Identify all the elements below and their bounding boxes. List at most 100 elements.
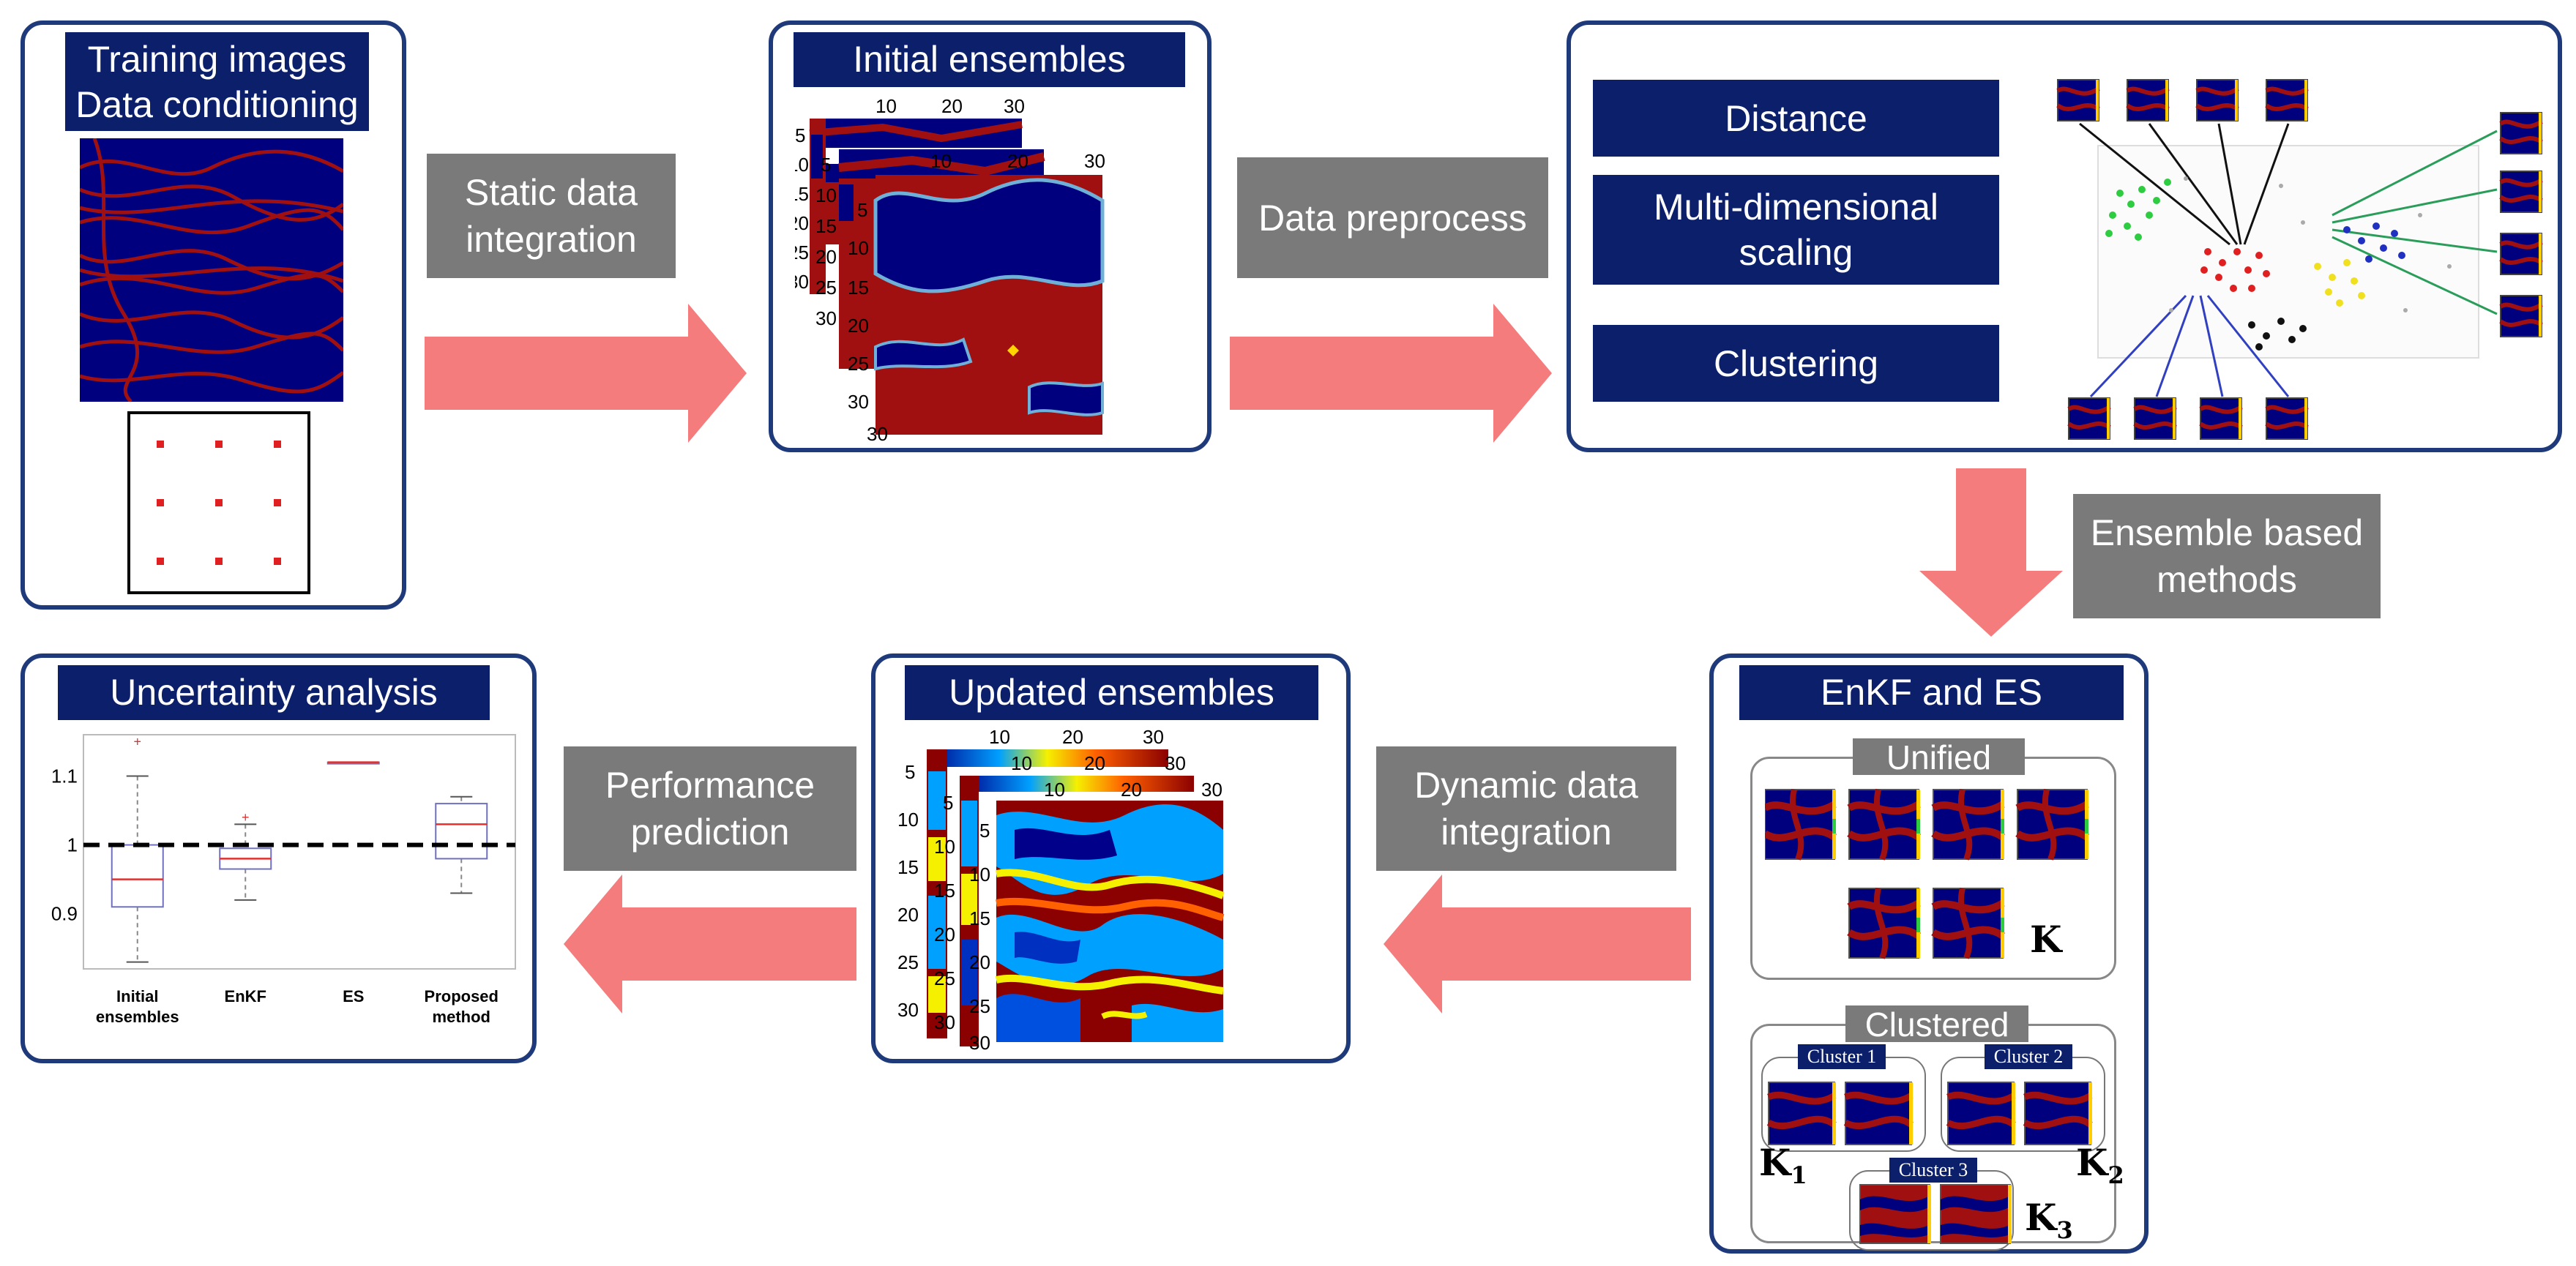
- enkf-title: EnKF and ES: [1739, 665, 2124, 720]
- svg-text:10: 10: [969, 864, 990, 885]
- svg-text:15: 15: [848, 277, 869, 299]
- svg-text:15: 15: [934, 880, 955, 902]
- svg-text:20: 20: [1007, 150, 1028, 172]
- svg-text:5: 5: [857, 199, 867, 221]
- updated-title: Updated ensembles: [905, 665, 1318, 720]
- training-title-line2: Data conditioning: [75, 84, 359, 125]
- y-tick-label: 1: [67, 834, 78, 856]
- svg-text:20: 20: [1062, 727, 1083, 748]
- svg-text:20: 20: [1121, 779, 1142, 801]
- panel-enkf-es: EnKF and ES Unified K Clustered Cluster …: [1709, 653, 2148, 1254]
- svg-text:30: 30: [969, 1032, 990, 1054]
- step-dynamic-integration: Dynamic data integration: [1376, 746, 1676, 871]
- svg-text:10: 10: [848, 237, 869, 259]
- k2-label: K2: [2076, 1141, 2124, 1189]
- k3-sub: 3: [2056, 1216, 2073, 1244]
- svg-text:20: 20: [934, 924, 955, 945]
- svg-text:15: 15: [969, 907, 990, 929]
- svg-text:25: 25: [848, 353, 869, 375]
- step-ensemble-methods: Ensemble based methods: [2073, 494, 2381, 618]
- mds-text: Multi-dimensional scaling: [1653, 187, 1939, 273]
- k1-label: K1: [1759, 1141, 1807, 1189]
- arrow-dynamic-integration: [1384, 874, 1691, 1014]
- svg-text:15: 15: [795, 183, 809, 205]
- svg-text:30: 30: [934, 1011, 955, 1033]
- svg-text:10: 10: [1044, 779, 1065, 801]
- initial-title: Initial ensembles: [794, 32, 1185, 87]
- x-category-label: EnKF: [225, 987, 266, 1005]
- svg-text:5: 5: [821, 154, 831, 176]
- step-ensemble-text: Ensemble based methods: [2090, 512, 2364, 600]
- svg-text:15: 15: [815, 215, 837, 237]
- svg-text:15: 15: [897, 856, 919, 878]
- svg-text:20: 20: [941, 98, 963, 117]
- k3-label: K3: [2025, 1196, 2073, 1244]
- outlier-mark: +: [242, 810, 250, 825]
- svg-text:20: 20: [897, 904, 919, 926]
- svg-text:10: 10: [876, 98, 897, 117]
- svg-text:30: 30: [867, 423, 888, 442]
- svg-text:30: 30: [815, 307, 837, 329]
- preprocess-mds: Multi-dimensional scaling: [1593, 175, 1999, 285]
- box-3: [326, 761, 380, 765]
- step-performance-text: Performance prediction: [605, 765, 815, 853]
- panel-preprocess: Distance Multi-dimensional scaling Clust…: [1567, 20, 2562, 452]
- initial-layer-3: 10 20 30 5 10 15 20 25 30 30: [848, 150, 1105, 442]
- svg-text:20: 20: [969, 951, 990, 973]
- svg-text:30: 30: [897, 999, 919, 1021]
- svg-text:10: 10: [989, 727, 1010, 748]
- cluster1-label: Cluster 1: [1798, 1044, 1886, 1069]
- k2-text: K: [2076, 1141, 2108, 1184]
- clustering-text: Clustering: [1713, 342, 1879, 384]
- conditioning-points: [127, 411, 310, 594]
- y-tick-label: 0.9: [51, 903, 78, 925]
- uncertainty-title: Uncertainty analysis: [58, 665, 490, 720]
- box-4: [435, 795, 488, 894]
- svg-text:30: 30: [795, 271, 809, 293]
- svg-text:25: 25: [897, 951, 919, 973]
- svg-text:20: 20: [848, 315, 869, 337]
- k2-sub: 2: [2108, 1161, 2124, 1189]
- panel-training-images: Training images Data conditioning: [20, 20, 406, 610]
- step-dynamic-text: Dynamic data integration: [1414, 765, 1638, 853]
- x-category-label: ES: [343, 987, 364, 1005]
- step-static-text: Static data integration: [464, 172, 638, 260]
- step-preprocess-text: Data preprocess: [1258, 197, 1527, 239]
- step-static-integration: Static data integration: [427, 154, 676, 278]
- training-image-map: [80, 138, 343, 402]
- step-performance-prediction: Performance prediction: [564, 746, 856, 871]
- svg-text:30: 30: [1201, 779, 1222, 801]
- k3-text: K: [2025, 1196, 2057, 1239]
- panel-updated-ensembles: Updated ensembles 10 20 30 5 10 15 20 25 30 1…: [871, 653, 1351, 1063]
- svg-text:20: 20: [795, 212, 809, 234]
- svg-text:25: 25: [815, 277, 837, 299]
- svg-text:20: 20: [1084, 752, 1105, 774]
- arrow-data-preprocess: [1230, 304, 1552, 443]
- svg-text:10: 10: [930, 150, 952, 172]
- k1-text: K: [1759, 1141, 1791, 1184]
- outlier-mark: +: [133, 734, 141, 749]
- svg-text:10: 10: [815, 184, 837, 206]
- preprocess-clustering: Clustering: [1593, 325, 1999, 402]
- k1-sub: 1: [1791, 1161, 1807, 1189]
- svg-text:30: 30: [848, 391, 869, 413]
- arrow-ensemble-methods: [1919, 468, 2063, 637]
- svg-text:10: 10: [897, 809, 919, 831]
- unified-label: Unified: [1853, 738, 2025, 776]
- svg-text:30: 30: [1165, 752, 1186, 774]
- panel-initial-ensembles: Initial ensembles 10 20 30 5 10 15 20 25 3…: [769, 20, 1212, 452]
- preprocess-distance: Distance: [1593, 80, 1999, 157]
- arrow-performance-prediction: [564, 874, 856, 1014]
- svg-text:5: 5: [943, 792, 953, 814]
- svg-text:5: 5: [795, 124, 805, 146]
- mds-cluster-scatter: [2039, 47, 2552, 446]
- training-title: Training images Data conditioning: [65, 32, 369, 131]
- cluster2-label: Cluster 2: [1985, 1044, 2072, 1069]
- svg-text:5: 5: [905, 761, 915, 783]
